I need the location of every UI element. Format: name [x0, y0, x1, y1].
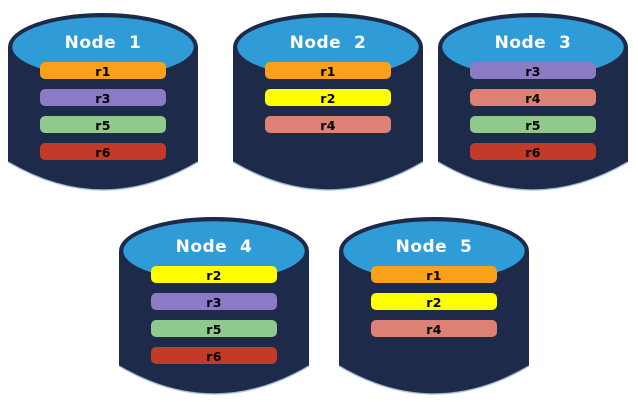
node-title: Node 1	[64, 33, 142, 53]
cylinder-bottom-edge	[118, 365, 310, 395]
node-title: Node 3	[494, 33, 572, 53]
replica-label: r1	[95, 64, 111, 79]
replica-bar-r1: r1	[265, 62, 391, 79]
replica-bar-r5: r5	[151, 320, 277, 337]
replica-label: r5	[525, 118, 541, 133]
replica-bar-r2: r2	[371, 293, 497, 310]
replica-label: r2	[426, 295, 442, 310]
replica-label: r6	[206, 349, 222, 364]
replica-label: r3	[206, 295, 222, 310]
replica-label: r2	[206, 268, 222, 283]
cylinder-bottom-edge	[7, 161, 199, 191]
replica-label: r6	[95, 145, 111, 160]
database-node-1: Node 1 r1 r3 r5 r6	[5, 7, 201, 197]
replica-bar-r6: r6	[151, 347, 277, 364]
replica-label: r4	[426, 322, 442, 337]
node-title: Node 2	[289, 33, 367, 53]
replica-bar-list: r2 r3 r5 r6	[151, 266, 277, 374]
replica-label: r5	[206, 322, 222, 337]
replica-label: r1	[426, 268, 442, 283]
replica-bar-r3: r3	[151, 293, 277, 310]
replica-bar-r6: r6	[470, 143, 596, 160]
replica-bar-r4: r4	[371, 320, 497, 337]
replica-bar-list: r1 r2 r4	[371, 266, 497, 347]
replica-bar-r1: r1	[371, 266, 497, 283]
replica-bar-r3: r3	[40, 89, 166, 106]
replica-bar-r2: r2	[265, 89, 391, 106]
database-node-5: Node 5 r1 r2 r4	[336, 211, 532, 401]
cylinder-bottom-edge	[437, 161, 629, 191]
replica-label: r1	[320, 64, 336, 79]
replica-label: r3	[525, 64, 541, 79]
replica-label: r6	[525, 145, 541, 160]
replica-label: r5	[95, 118, 111, 133]
replica-bar-r5: r5	[470, 116, 596, 133]
node-title: Node 4	[175, 237, 253, 257]
replica-bar-r3: r3	[470, 62, 596, 79]
replica-bar-r1: r1	[40, 62, 166, 79]
replica-label: r4	[320, 118, 336, 133]
replica-bar-r5: r5	[40, 116, 166, 133]
replica-label: r3	[95, 91, 111, 106]
node-title: Node 5	[395, 237, 473, 257]
replica-bar-r4: r4	[470, 89, 596, 106]
database-node-2: Node 2 r1 r2 r4	[230, 7, 426, 197]
replica-bar-r6: r6	[40, 143, 166, 160]
replica-label: r4	[525, 91, 541, 106]
replica-bar-r2: r2	[151, 266, 277, 283]
replica-label: r2	[320, 91, 336, 106]
replica-bar-list: r3 r4 r5 r6	[470, 62, 596, 170]
database-node-3: Node 3 r3 r4 r5 r6	[435, 7, 631, 197]
replica-bar-list: r1 r3 r5 r6	[40, 62, 166, 170]
replica-bar-list: r1 r2 r4	[265, 62, 391, 143]
cylinder-bottom-edge	[338, 365, 530, 395]
replica-bar-r4: r4	[265, 116, 391, 133]
cylinder-bottom-edge	[232, 161, 424, 191]
database-node-4: Node 4 r2 r3 r5 r6	[116, 211, 312, 401]
